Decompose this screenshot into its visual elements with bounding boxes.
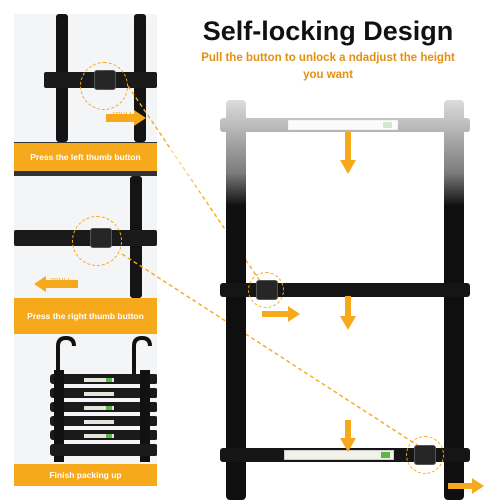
highlight-ring [80,62,128,110]
pull-label: 1PULL [112,112,134,119]
fade-overlay [170,96,486,206]
right-arrow-icon [262,306,300,322]
highlight-ring [406,436,444,474]
step-2-caption: Press the right thumb button [14,298,157,334]
rung-label [284,450,394,460]
pull-left-arrow: 2PULL [34,276,78,292]
step-1-caption: Press the left thumb button [14,143,157,171]
down-arrow-icon [340,132,356,174]
down-arrow-icon [340,296,356,330]
step-3-image [14,334,157,464]
packed-ladder [50,335,157,462]
step-2-image: 2PULL [14,176,157,298]
down-arrow-icon [340,420,356,452]
pull-label: 2PULL [50,278,72,285]
pull-right-arrow: 1PULL [106,110,146,126]
highlight-ring [72,216,122,266]
page-subtitle: Pull the button to unlock a ndadjust the… [201,52,455,81]
highlight-ring [248,272,284,308]
step-1-image: 1PULL [14,14,157,142]
page-title: Self-locking Design [202,16,454,46]
step-3-caption: Finish packing up [14,464,157,486]
right-arrow-icon [448,478,484,494]
